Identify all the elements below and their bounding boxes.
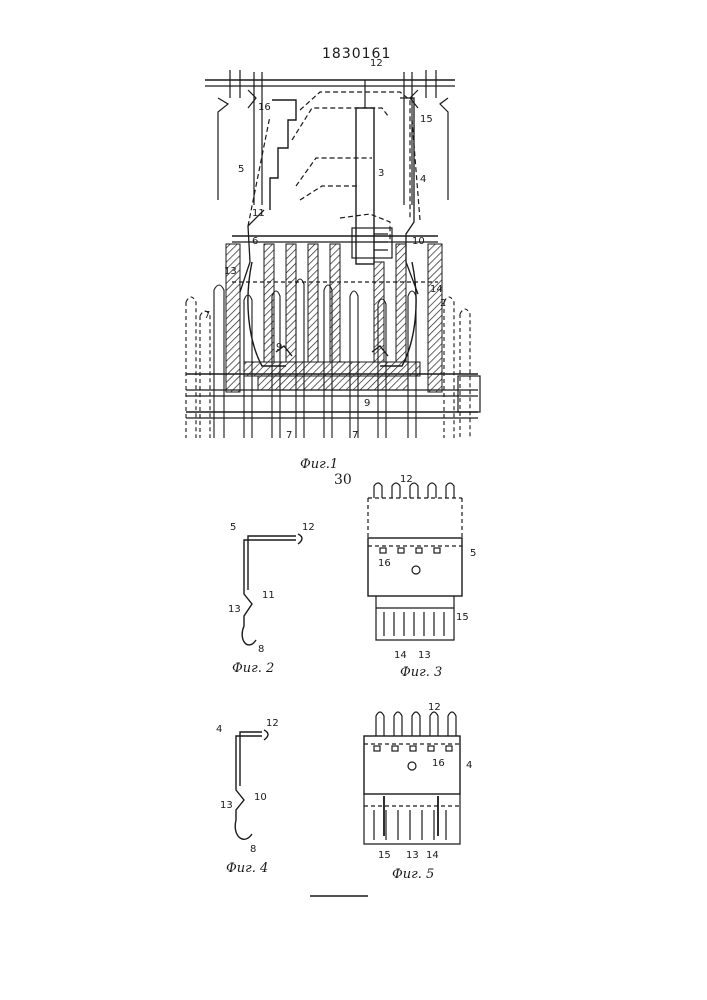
fig1-label-12: 12	[370, 58, 383, 69]
fig1-label-6: 6	[252, 236, 258, 247]
fig1-label-11: 11	[252, 208, 265, 219]
fig1-label-5: 5	[238, 164, 244, 175]
fig3-label-13: 13	[418, 650, 431, 661]
fig5-label-13: 13	[406, 850, 419, 861]
figure-4-caption: Фиг. 4	[226, 861, 268, 876]
fig2-label-11: 11	[262, 590, 275, 601]
fig1-label-4: 4	[420, 174, 426, 185]
figure-2-labels: 5 12 11 13 8	[228, 522, 315, 655]
fig3-label-16: 16	[378, 558, 391, 569]
fig5-label-12: 12	[428, 702, 441, 713]
fig4-label-13: 13	[220, 800, 233, 811]
fig1-label-2: 2	[440, 298, 446, 309]
fig4-label-8: 8	[250, 844, 256, 855]
fig1-label-10: 10	[412, 236, 425, 247]
fig5-label-4: 4	[466, 760, 472, 771]
figure-1-hatched-walls	[226, 244, 442, 392]
figure-5-caption: Фиг. 5	[392, 867, 434, 882]
fig3-label-12: 12	[400, 474, 413, 485]
fig2-label-13: 13	[228, 604, 241, 615]
fig2-label-8: 8	[258, 644, 264, 655]
fig3-label-15: 15	[456, 612, 469, 623]
figure-4-labels: 4 12 10 13 8	[216, 718, 279, 855]
figure-2-caption: Фиг. 2	[232, 661, 274, 676]
fig4-label-12: 12	[266, 718, 279, 729]
fig1-label-15: 15	[420, 114, 433, 125]
fig1-label-7c: 7	[352, 430, 358, 441]
fig3-label-14: 14	[394, 650, 407, 661]
fig4-label-4: 4	[216, 724, 222, 735]
fig3-label-5: 5	[470, 548, 476, 559]
figure-3-caption: Фиг. 3	[400, 665, 442, 680]
fig1-label-7: 7	[204, 310, 210, 321]
figure-1-caption: Фиг.1	[300, 457, 338, 472]
figure-4-profile	[235, 730, 268, 839]
fig1-label-13: 13	[224, 266, 237, 277]
fig1-label-3: 3	[378, 168, 384, 179]
figure-1-side-block	[458, 376, 480, 412]
fig1-label-7b: 7	[286, 430, 292, 441]
fig5-label-16: 16	[432, 758, 445, 769]
fig5-label-15: 15	[378, 850, 391, 861]
fig1-label-9: 9	[276, 342, 282, 353]
fig2-label-5: 5	[230, 522, 236, 533]
page-number: 30	[334, 472, 352, 488]
fig1-label-9b: 9	[364, 398, 370, 409]
fig1-label-14: 14	[430, 284, 443, 295]
fig2-label-12: 12	[302, 522, 315, 533]
fig5-label-14: 14	[426, 850, 439, 861]
fig4-label-10: 10	[254, 792, 267, 803]
figure-5-front-view	[364, 712, 460, 844]
figure-5-labels: 12 16 4 15 13 14	[378, 702, 472, 861]
fig1-label-16: 16	[258, 102, 271, 113]
